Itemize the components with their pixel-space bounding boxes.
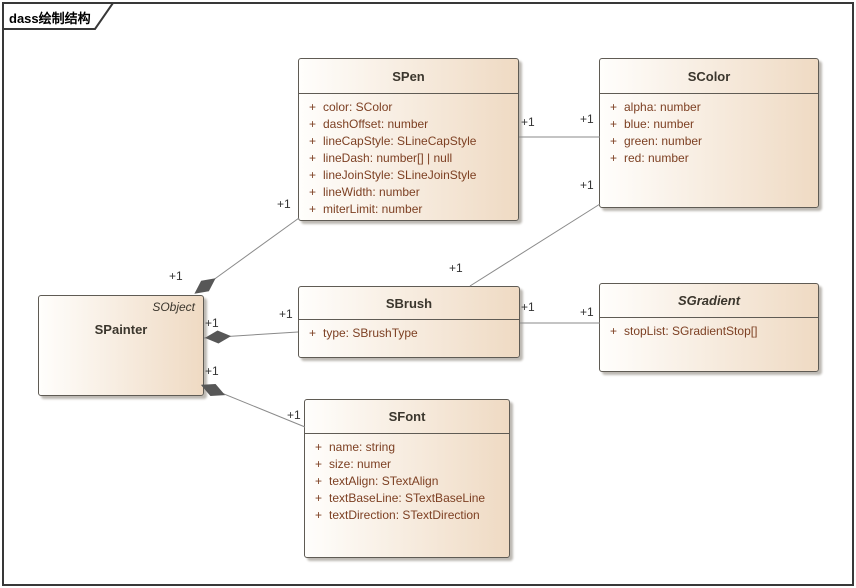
attribute-signature: alpha: number (624, 99, 701, 114)
multiplicity-label: +1 (580, 112, 594, 126)
visibility-marker: + (309, 116, 317, 131)
attribute-row: + green: number (600, 132, 818, 149)
visibility-marker: + (309, 184, 317, 199)
attribute-row: + name: string (305, 438, 509, 455)
multiplicity-label: +1 (205, 364, 219, 378)
attribute-row: + lineJoinStyle: SLineJoinStyle (299, 166, 518, 183)
attribute-signature: green: number (624, 133, 703, 148)
class-name: SPainter (94, 322, 148, 337)
attribute-signature: lineDash: number[] | null (323, 150, 453, 165)
visibility-marker: + (610, 99, 618, 114)
attribute-signature: lineWidth: number (323, 184, 420, 199)
attribute-signature: dashOffset: number (323, 116, 429, 131)
attribute-row: + textAlign: STextAlign (305, 472, 509, 489)
visibility-marker: + (309, 133, 317, 148)
visibility-marker: + (309, 325, 317, 340)
attribute-section: + color: SColor + dashOffset: number + lineCa… (299, 94, 518, 217)
attribute-section: + alpha: number + blue: number + green: numbe… (600, 94, 818, 166)
attribute-row: + red: number (600, 149, 818, 166)
attribute-row: + blue: number (600, 115, 818, 132)
visibility-marker: + (309, 201, 317, 216)
visibility-marker: + (309, 99, 317, 114)
visibility-marker: + (315, 490, 323, 505)
attribute-row: + miterLimit: number (299, 200, 518, 217)
attribute-row: + dashOffset: number (299, 115, 518, 132)
parent-class-label: SObject (152, 300, 195, 314)
attribute-signature: blue: number (624, 116, 695, 131)
attribute-signature: name: string (329, 439, 396, 454)
attribute-row: + lineWidth: number (299, 183, 518, 200)
multiplicity-label: +1 (287, 408, 301, 422)
attribute-row: + size: numer (305, 455, 509, 472)
visibility-marker: + (315, 473, 323, 488)
class-name: SGradient (600, 284, 818, 318)
multiplicity-label: +1 (521, 115, 535, 129)
attribute-signature: lineJoinStyle: SLineJoinStyle (323, 167, 477, 182)
attribute-row: + alpha: number (600, 98, 818, 115)
visibility-marker: + (610, 116, 618, 131)
attribute-section: + type: SBrushType (299, 320, 519, 341)
visibility-marker: + (610, 133, 618, 148)
attribute-section: + name: string + size: numer + textAlign: STe… (305, 434, 509, 523)
visibility-marker: + (315, 439, 323, 454)
attribute-row: + type: SBrushType (299, 324, 519, 341)
class-name: SFont (305, 400, 509, 434)
class-name: SPen (299, 59, 518, 94)
attribute-signature: lineCapStyle: SLineCapStyle (323, 133, 477, 148)
class-sgradient[interactable]: SGradient + stopList: SGradientStop[] (599, 283, 819, 372)
class-name: SBrush (299, 287, 519, 320)
visibility-marker: + (315, 507, 323, 522)
attribute-row: + lineCapStyle: SLineCapStyle (299, 132, 518, 149)
attribute-signature: textAlign: STextAlign (329, 473, 439, 488)
attribute-signature: textDirection: STextDirection (329, 507, 480, 522)
class-spainter[interactable]: SObject SPainter (38, 295, 204, 396)
diagram-title: dass绘制结构 (9, 11, 91, 26)
multiplicity-label: +1 (580, 178, 594, 192)
attribute-row: + color: SColor (299, 98, 518, 115)
multiplicity-label: +1 (580, 305, 594, 319)
class-scolor[interactable]: SColor + alpha: number + blue: number + green… (599, 58, 819, 208)
attribute-signature: stopList: SGradientStop[] (624, 323, 758, 338)
class-sbrush[interactable]: SBrush + type: SBrushType (298, 286, 520, 358)
class-sfont[interactable]: SFont + name: string + size: numer + textAlig… (304, 399, 510, 558)
multiplicity-label: +1 (205, 316, 219, 330)
multiplicity-label: +1 (449, 261, 463, 275)
multiplicity-label: +1 (169, 269, 183, 283)
attribute-signature: type: SBrushType (323, 325, 418, 340)
attribute-signature: size: numer (329, 456, 392, 471)
multiplicity-label: +1 (521, 300, 535, 314)
visibility-marker: + (610, 150, 618, 165)
multiplicity-label: +1 (279, 307, 293, 321)
attribute-signature: textBaseLine: STextBaseLine (329, 490, 486, 505)
attribute-section: + stopList: SGradientStop[] (600, 318, 818, 339)
attribute-row: + stopList: SGradientStop[] (600, 322, 818, 339)
attribute-row: + textBaseLine: STextBaseLine (305, 489, 509, 506)
class-spen[interactable]: SPen + color: SColor + dashOffset: number + l… (298, 58, 519, 221)
attribute-signature: color: SColor (323, 99, 393, 114)
visibility-marker: + (309, 167, 317, 182)
attribute-row: + lineDash: number[] | null (299, 149, 518, 166)
visibility-marker: + (315, 456, 323, 471)
attribute-row: + textDirection: STextDirection (305, 506, 509, 523)
class-name: SColor (600, 59, 818, 94)
attribute-signature: red: number (624, 150, 689, 165)
visibility-marker: + (610, 323, 618, 338)
visibility-marker: + (309, 150, 317, 165)
attribute-signature: miterLimit: number (323, 201, 423, 216)
multiplicity-label: +1 (277, 197, 291, 211)
